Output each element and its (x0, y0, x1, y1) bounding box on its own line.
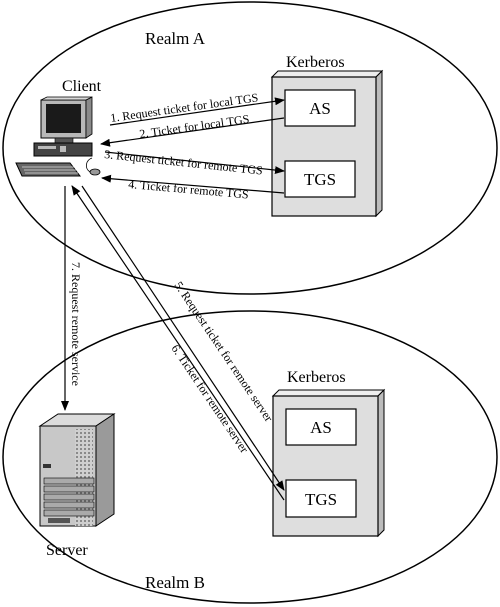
client-label: Client (62, 78, 102, 95)
tgs-box-b (285, 479, 357, 518)
as-label-a: AS (309, 99, 331, 118)
as-label-b: AS (310, 418, 332, 437)
server-tower-icon (38, 413, 116, 527)
arrow-msg-4 (101, 174, 285, 194)
kerberos-b-title: Kerberos (287, 369, 346, 386)
tgs-label-b: TGS (305, 490, 337, 509)
as-box-b (285, 408, 357, 446)
client-computer-icon (15, 96, 101, 177)
realm-a-label: Realm A (145, 29, 206, 48)
arrow-msg-3 (104, 151, 285, 175)
tgs-label-a: TGS (304, 170, 336, 189)
as-box-a (284, 89, 356, 127)
kerberos-a-title: Kerberos (286, 54, 345, 71)
msg-7-label: 7. Request remote service (69, 262, 83, 386)
arrow-msg-2 (100, 117, 285, 147)
arrow-msg-6 (71, 185, 285, 501)
arrow-msg-1 (109, 97, 285, 126)
realm-b-label: Realm B (145, 573, 205, 592)
server-label: Server (46, 542, 88, 559)
arrow-msg-5 (81, 185, 285, 491)
tgs-box-a (284, 160, 356, 198)
